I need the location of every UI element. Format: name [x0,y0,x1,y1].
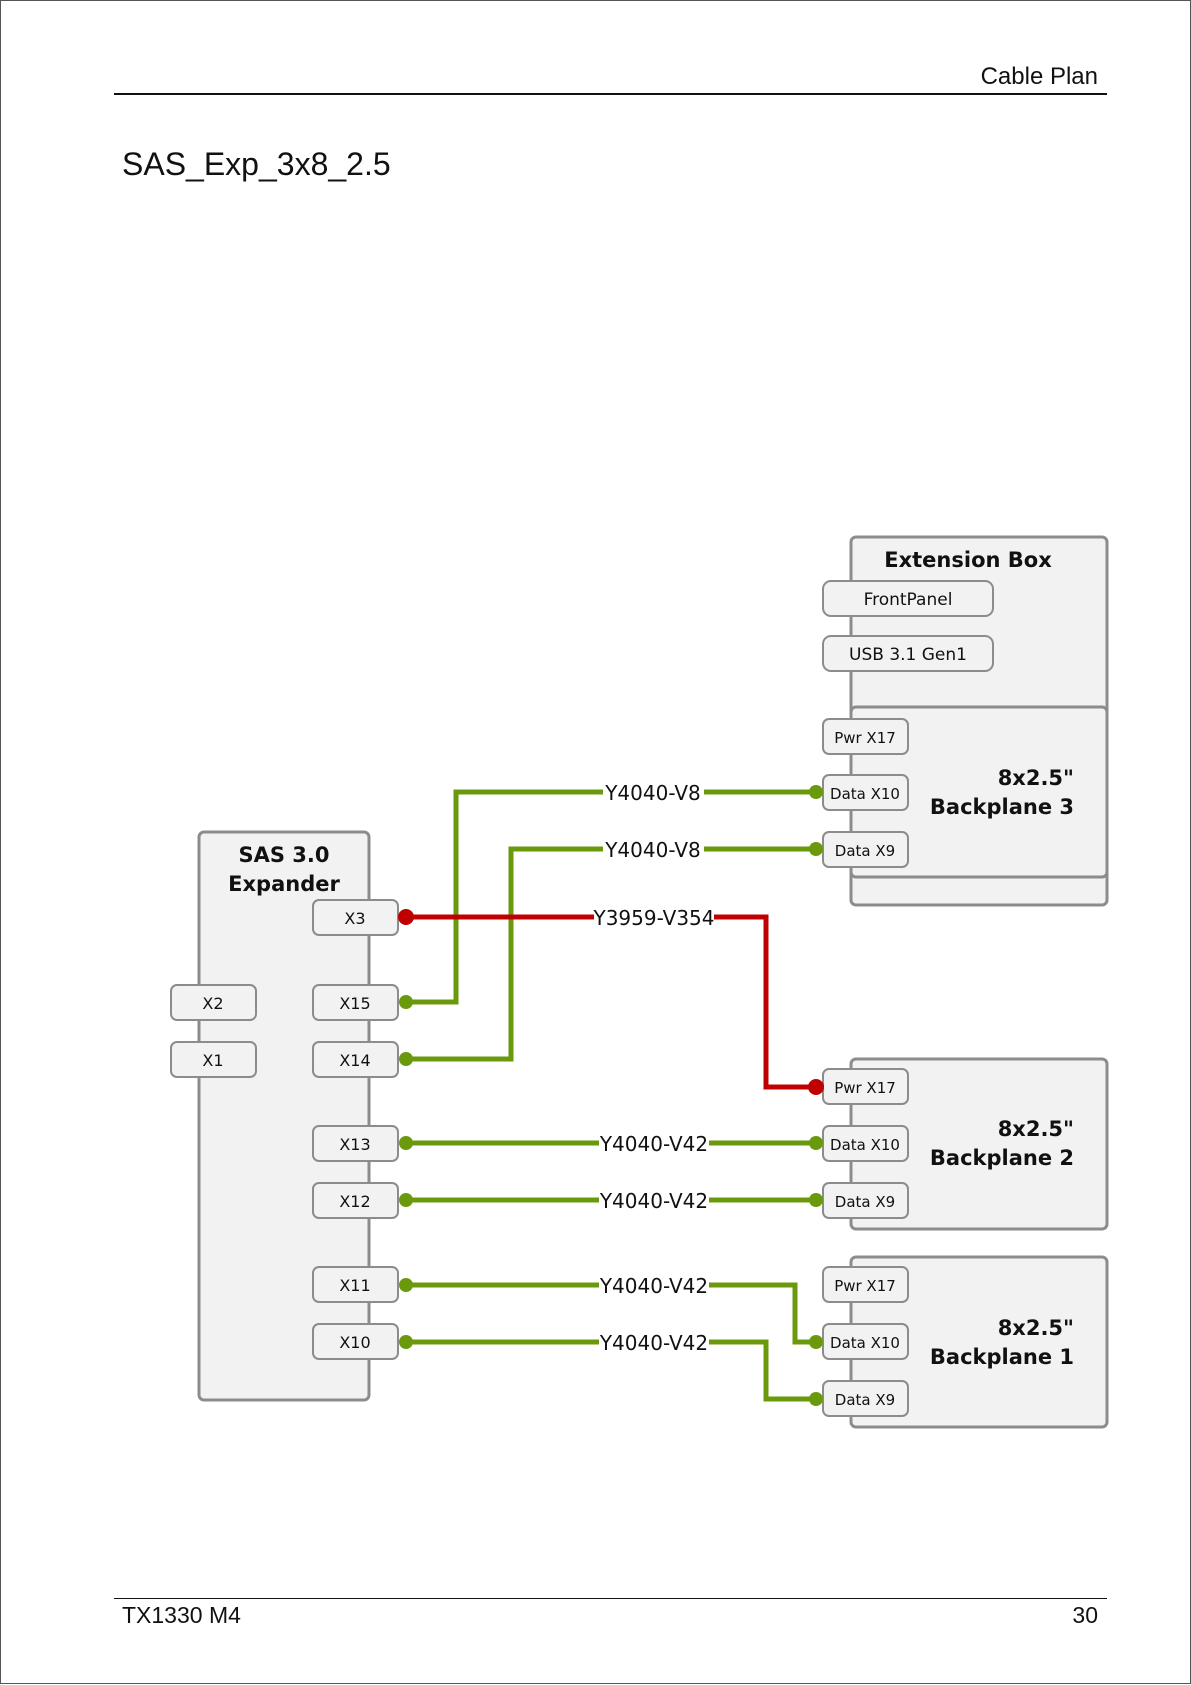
cable-x13-end-b [809,1136,823,1150]
frontpanel-connector [822,580,994,617]
cable-x3-end-b [808,1079,824,1095]
cable-x11-end-b [809,1335,823,1349]
usb-connector [822,635,994,672]
backplane-1-name: Backplane 1 [930,1345,1074,1369]
footer-page-number: 30 [1072,1602,1098,1628]
cable-x11-end-a [399,1278,413,1292]
cable-x15-end-b [809,785,823,799]
cable-x14-end-b [809,842,823,856]
bp3-data-x9-label: Data X9 [835,842,895,860]
bp1-data-x9-label: Data X9 [835,1391,895,1409]
cable-x10-end-b [809,1392,823,1406]
expander-title-line2: Expander [228,872,340,896]
sas-expander [197,830,371,1402]
cable-x13-end-a [399,1136,413,1150]
usb-label: USB 3.1 Gen1 [849,645,967,665]
cable-x12-end-a [399,1193,413,1207]
port-x14-label: X14 [339,1051,370,1070]
bp1-data-x10-label: Data X10 [830,1334,900,1352]
backplane-1-size: 8x2.5" [998,1316,1074,1340]
expander-title-line1: SAS 3.0 [238,843,329,867]
cable-label-7: Y4040-V42 [599,1331,708,1355]
port-x13-label: X13 [339,1135,370,1154]
cable-x14-end-a [399,1052,413,1066]
bp2-data-x10-label: Data X10 [830,1136,900,1154]
bp3-data-x9 [822,831,909,868]
port-x1 [170,1041,257,1078]
cable-label-2: Y4040-V8 [604,838,701,862]
backplane-2-name: Backplane 2 [930,1146,1074,1170]
port-x11 [312,1266,399,1303]
port-x10 [312,1323,399,1360]
backplane-3-size: 8x2.5" [998,766,1074,790]
port-x3-label: X3 [344,909,365,928]
cable-label-3: Y3959-V354 [592,906,714,930]
cable-label-4: Y4040-V42 [599,1132,708,1156]
port-x2 [170,984,257,1021]
frontpanel-label: FrontPanel [864,590,953,610]
bp1-data-x9 [822,1380,909,1417]
port-x3 [312,899,399,936]
port-x15-label: X15 [339,994,370,1013]
cable-label-5: Y4040-V42 [599,1189,708,1213]
bp1-pwr-x17 [822,1266,909,1303]
cable-x15-end-a [399,995,413,1009]
footer-rule [114,1598,1107,1599]
bp2-data-x9 [822,1182,909,1219]
port-x12-label: X12 [339,1192,370,1211]
port-x11-label: X11 [339,1276,370,1295]
bp3-pwr-x17 [822,718,909,755]
cable-x3-end-a [398,909,414,925]
port-x2-label: X2 [202,994,223,1013]
extension-box-title: Extension Box [884,548,1052,572]
port-x1-label: X1 [202,1051,223,1070]
bp2-pwr-label: Pwr X17 [834,1079,896,1097]
header-section-title: Cable Plan [980,63,1098,90]
bp3-data-x10-label: Data X10 [830,785,900,803]
cable-x12-end-b [809,1193,823,1207]
backplane-2-size: 8x2.5" [998,1117,1074,1141]
cable-x10-right [709,1339,816,1402]
bp2-data-x9-label: Data X9 [835,1193,895,1211]
bp1-pwr-label: Pwr X17 [834,1277,896,1295]
bp3-pwr-label: Pwr X17 [834,729,896,747]
port-x12 [312,1182,399,1219]
bp2-data-x10 [822,1125,909,1162]
cable-x10-end-a [399,1335,413,1349]
cable-label-1: Y4040-V8 [604,781,701,805]
cable-x14-bp3-x9-left [406,846,603,1062]
cable-x15-bp3-x10-left [406,789,603,1005]
cable-x3-bp2-pwr-right [714,914,816,1090]
cable-x11-right [709,1282,816,1345]
port-x13 [312,1125,399,1162]
page-title: SAS_Exp_3x8_2.5 [122,146,391,182]
port-x10-label: X10 [339,1333,370,1352]
bp3-data-x10 [822,774,909,811]
port-x15 [312,984,399,1021]
port-x14 [312,1041,399,1078]
cable-label-6: Y4040-V42 [599,1274,708,1298]
bp1-data-x10 [822,1323,909,1360]
backplane-3-name: Backplane 3 [930,795,1074,819]
header-rule [114,93,1107,95]
footer-model: TX1330 M4 [122,1602,241,1628]
